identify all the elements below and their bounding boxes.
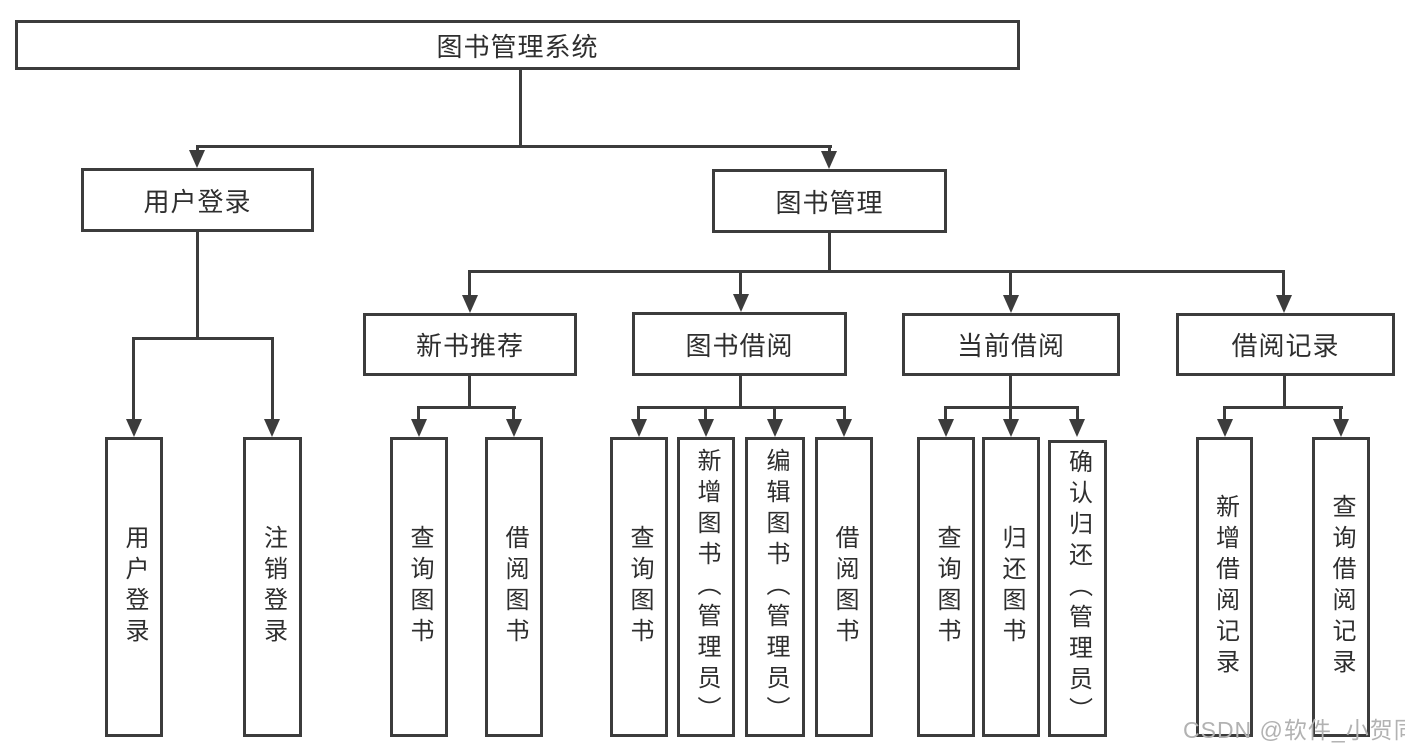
connector-line bbox=[1009, 376, 1012, 409]
node-user-login: 用户登录 bbox=[81, 168, 314, 232]
arrow-down-icon bbox=[126, 419, 142, 437]
connector-line bbox=[468, 270, 1285, 273]
leaf-logout-login: 注销登录 bbox=[243, 437, 302, 737]
leaf-label: 确认归还（管理员） bbox=[1064, 449, 1092, 728]
connector-line bbox=[1223, 406, 1226, 420]
arrow-down-icon bbox=[411, 419, 427, 437]
arrow-down-icon bbox=[631, 419, 647, 437]
node-book-borrowing-label: 图书借阅 bbox=[685, 330, 794, 361]
node-book-management: 图书管理 bbox=[712, 169, 947, 233]
connector-line bbox=[828, 145, 831, 154]
node-root: 图书管理系统 bbox=[15, 20, 1020, 70]
leaf-newbooks-query-books: 查询图书 bbox=[390, 437, 448, 737]
node-current-borrowing-label: 当前借阅 bbox=[956, 331, 1065, 361]
arrow-down-icon bbox=[733, 294, 749, 312]
connector-line bbox=[417, 406, 516, 409]
node-new-book-recommendation: 新书推荐 bbox=[363, 313, 577, 376]
connector-line bbox=[468, 270, 471, 296]
arrow-down-icon bbox=[1333, 419, 1349, 437]
node-book-management-label: 图书管理 bbox=[775, 187, 884, 218]
connector-line bbox=[739, 376, 742, 409]
connector-line bbox=[1009, 406, 1012, 420]
connector-line bbox=[1223, 406, 1343, 409]
connector-line bbox=[637, 406, 640, 420]
node-book-borrowing: 图书借阅 bbox=[632, 312, 847, 376]
arrow-down-icon bbox=[1276, 295, 1292, 313]
connector-line bbox=[1076, 406, 1079, 420]
leaf-label: 查询图书 bbox=[626, 525, 653, 649]
connector-line bbox=[519, 70, 522, 148]
arrow-down-icon bbox=[189, 150, 205, 168]
arrow-down-icon bbox=[767, 419, 783, 437]
leaf-newbooks-borrow-books: 借阅图书 bbox=[485, 437, 543, 737]
connector-line bbox=[704, 406, 707, 420]
connector-line bbox=[637, 406, 846, 409]
leaf-user-login: 用户登录 bbox=[105, 437, 163, 737]
leaf-current-return-books: 归还图书 bbox=[982, 437, 1040, 737]
node-borrowing-records-label: 借阅记录 bbox=[1231, 331, 1340, 361]
arrow-down-icon bbox=[836, 419, 852, 437]
leaf-borrowing-add-books-admin: 新增图书（管理员） bbox=[677, 437, 735, 737]
leaf-label: 查询图书 bbox=[933, 525, 960, 649]
connector-line bbox=[132, 337, 274, 340]
connector-line bbox=[944, 406, 947, 420]
connector-line bbox=[1009, 270, 1012, 296]
leaf-label: 查询借阅记录 bbox=[1328, 494, 1355, 680]
watermark-text: CSDN @软件_小贺同学 bbox=[1183, 717, 1405, 743]
connector-line bbox=[196, 145, 832, 148]
connector-line bbox=[843, 406, 846, 420]
node-new-book-recommendation-label: 新书推荐 bbox=[415, 331, 524, 361]
leaf-label: 用户登录 bbox=[121, 525, 148, 649]
connector-line bbox=[468, 376, 471, 409]
arrow-down-icon bbox=[1003, 419, 1019, 437]
leaf-current-confirm-return-admin: 确认归还（管理员） bbox=[1048, 440, 1107, 737]
leaf-records-query-borrow-record: 查询借阅记录 bbox=[1312, 437, 1370, 737]
arrow-down-icon bbox=[1069, 419, 1085, 437]
leaf-label: 注销登录 bbox=[259, 525, 287, 649]
connector-line bbox=[1282, 270, 1285, 296]
arrow-down-icon bbox=[698, 419, 714, 437]
arrow-down-icon bbox=[1003, 295, 1019, 313]
connector-line bbox=[196, 145, 199, 153]
leaf-borrowing-borrow-books: 借阅图书 bbox=[815, 437, 873, 737]
connector-line bbox=[512, 406, 515, 420]
leaf-label: 新增借阅记录 bbox=[1211, 494, 1239, 680]
connector-line bbox=[132, 337, 135, 420]
connector-line bbox=[739, 270, 742, 296]
arrow-down-icon bbox=[821, 151, 837, 169]
node-current-borrowing: 当前借阅 bbox=[902, 313, 1120, 376]
connector-line bbox=[271, 337, 274, 420]
leaf-label: 编辑图书（管理员） bbox=[762, 447, 789, 727]
connector-line bbox=[828, 233, 831, 273]
connector-line bbox=[196, 232, 199, 340]
arrow-down-icon bbox=[462, 295, 478, 313]
leaf-label: 归还图书 bbox=[998, 525, 1025, 649]
arrow-down-icon bbox=[938, 419, 954, 437]
leaf-records-add-borrow-record: 新增借阅记录 bbox=[1196, 437, 1253, 737]
arrow-down-icon bbox=[1217, 419, 1233, 437]
connector-line bbox=[417, 406, 420, 420]
leaf-label: 借阅图书 bbox=[501, 525, 528, 649]
leaf-label: 新增图书（管理员） bbox=[693, 447, 720, 727]
leaf-borrowing-query-books: 查询图书 bbox=[610, 437, 668, 737]
leaf-label: 查询图书 bbox=[406, 525, 433, 649]
arrow-down-icon bbox=[506, 419, 522, 437]
node-borrowing-records: 借阅记录 bbox=[1176, 313, 1395, 376]
leaf-current-query-books: 查询图书 bbox=[917, 437, 975, 737]
leaf-label: 借阅图书 bbox=[831, 525, 858, 649]
arrow-down-icon bbox=[264, 419, 280, 437]
node-user-login-label: 用户登录 bbox=[143, 186, 252, 217]
node-root-label: 图书管理系统 bbox=[436, 31, 599, 62]
connector-line bbox=[1283, 376, 1286, 409]
connector-line bbox=[773, 406, 776, 420]
connector-line bbox=[1339, 406, 1342, 420]
leaf-borrowing-edit-books-admin: 编辑图书（管理员） bbox=[745, 437, 805, 737]
